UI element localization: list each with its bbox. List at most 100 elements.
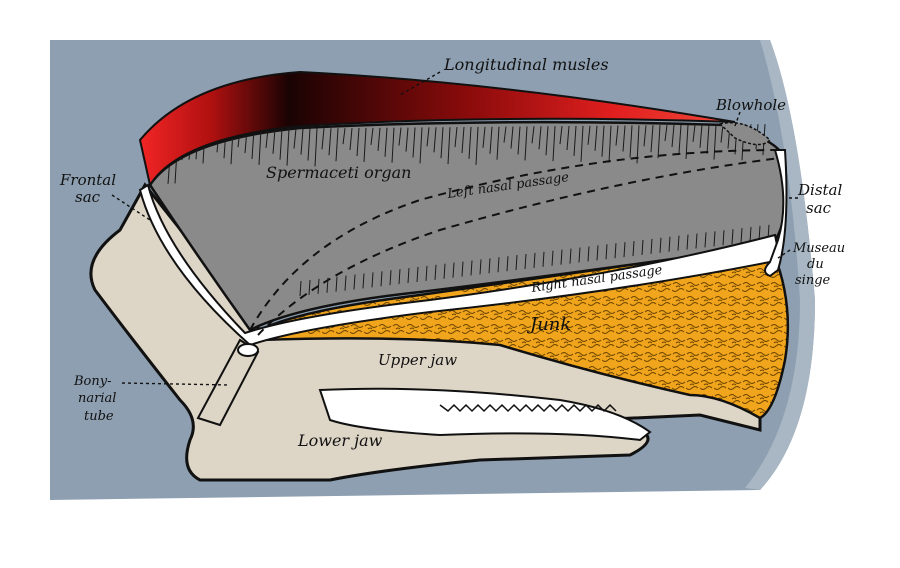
hatch-line bbox=[447, 127, 451, 165]
hatch-line bbox=[632, 241, 635, 257]
hatch-line bbox=[307, 128, 311, 161]
hatch-line bbox=[594, 125, 598, 151]
hatch-line bbox=[286, 128, 290, 166]
hatch-line bbox=[335, 276, 338, 292]
label-longitudinal-muscles: Longitudinal musles bbox=[443, 55, 609, 74]
hatch-line bbox=[308, 279, 311, 295]
hatch-line bbox=[551, 250, 554, 266]
hatch-line bbox=[426, 127, 430, 147]
label-museau-3: singe bbox=[795, 273, 831, 288]
hatch-line bbox=[470, 260, 473, 276]
hatch-line bbox=[425, 265, 428, 281]
hatch-line bbox=[468, 126, 472, 159]
hatch-line bbox=[686, 234, 689, 250]
hatch-line bbox=[342, 128, 346, 145]
hatch-line bbox=[545, 126, 549, 156]
leader-frontal bbox=[111, 194, 151, 221]
junk-region bbox=[258, 243, 790, 420]
hatch-line bbox=[552, 126, 556, 162]
hatch-line bbox=[664, 125, 668, 142]
hatch-line bbox=[668, 236, 671, 252]
hatch-line bbox=[412, 127, 416, 158]
longitudinal-muscles-region bbox=[138, 70, 736, 188]
hatch-line bbox=[454, 127, 458, 148]
hatch-line bbox=[657, 125, 661, 159]
hatch-line bbox=[293, 128, 297, 149]
hatch-line bbox=[497, 257, 500, 273]
hatch-line bbox=[398, 269, 401, 285]
hatch-line bbox=[517, 126, 521, 155]
hatch-line bbox=[578, 247, 581, 263]
leader-bony bbox=[121, 382, 231, 386]
hatch-line bbox=[685, 124, 689, 159]
hatch-line bbox=[587, 246, 590, 262]
hatch-line bbox=[524, 253, 527, 270]
hatch-line bbox=[695, 233, 698, 249]
hatch-line bbox=[573, 125, 577, 156]
hatch-line bbox=[503, 126, 507, 143]
leader-longitudinal bbox=[399, 71, 441, 96]
hatch-line bbox=[321, 128, 325, 150]
hatch-line bbox=[299, 280, 302, 297]
hatch-line bbox=[671, 124, 675, 148]
hatch-line bbox=[380, 271, 383, 287]
hatch-line bbox=[533, 252, 536, 268]
label-bony-3: tube bbox=[84, 409, 114, 424]
hatch-line bbox=[377, 127, 381, 151]
hatch-line bbox=[391, 127, 395, 163]
hatch-line bbox=[659, 237, 662, 253]
hatch-line bbox=[569, 248, 572, 264]
hatch-line bbox=[608, 125, 612, 163]
hatch-line bbox=[623, 242, 626, 258]
hatch-line bbox=[279, 128, 283, 160]
hatch-line bbox=[328, 128, 332, 156]
label-spermaceti-organ: Spermaceti organ bbox=[266, 163, 411, 182]
hatch-line bbox=[272, 128, 276, 154]
hatch-line bbox=[587, 125, 591, 145]
hatch-line bbox=[398, 127, 402, 146]
hatch-line bbox=[538, 126, 542, 150]
hatch-line bbox=[314, 128, 318, 167]
hatch-line bbox=[349, 128, 353, 151]
hatch-line bbox=[482, 126, 486, 148]
label-distal-sac-1: Distal bbox=[797, 181, 842, 199]
label-bony-1: Bony- bbox=[73, 374, 112, 389]
skin-edge bbox=[745, 40, 815, 490]
hatch-line bbox=[704, 232, 707, 248]
hatch-line bbox=[496, 126, 500, 160]
hatch-line bbox=[335, 128, 339, 162]
hatch-line bbox=[560, 249, 563, 265]
label-bony-2: narial bbox=[78, 391, 116, 406]
hatch-line bbox=[524, 126, 528, 161]
hatch-line bbox=[356, 127, 360, 157]
hatch-line bbox=[713, 124, 717, 160]
hatch-line bbox=[434, 264, 437, 280]
leader-museau bbox=[777, 249, 791, 259]
hatch-line bbox=[506, 256, 509, 272]
hatch-line bbox=[643, 125, 647, 147]
hatch-line bbox=[629, 125, 633, 158]
hatch-line bbox=[531, 126, 535, 144]
hatch-line bbox=[489, 126, 493, 154]
hatch-line bbox=[405, 127, 409, 152]
hatch-line bbox=[407, 268, 410, 284]
distal-sac-channel bbox=[764, 149, 788, 278]
label-blowhole: Blowhole bbox=[715, 96, 786, 114]
hatch-line bbox=[559, 126, 563, 145]
hatch-line bbox=[479, 259, 482, 275]
hatch-line bbox=[433, 127, 437, 153]
hatch-line bbox=[720, 124, 724, 143]
hatch-line bbox=[389, 270, 392, 286]
hatch-line bbox=[461, 126, 465, 154]
bony-narial-tube-opening bbox=[237, 343, 259, 357]
lower-jaw-teeth bbox=[439, 403, 617, 413]
hatch-line bbox=[265, 128, 269, 148]
label-frontal-sac-1: Frontal bbox=[59, 171, 116, 189]
label-distal-sac-2: sac bbox=[806, 199, 832, 217]
hatch-line bbox=[488, 258, 491, 274]
hatch-line bbox=[353, 274, 356, 290]
hatch-line bbox=[251, 128, 255, 160]
hatch-line bbox=[605, 244, 608, 260]
label-lower-jaw: Lower jaw bbox=[297, 431, 383, 450]
